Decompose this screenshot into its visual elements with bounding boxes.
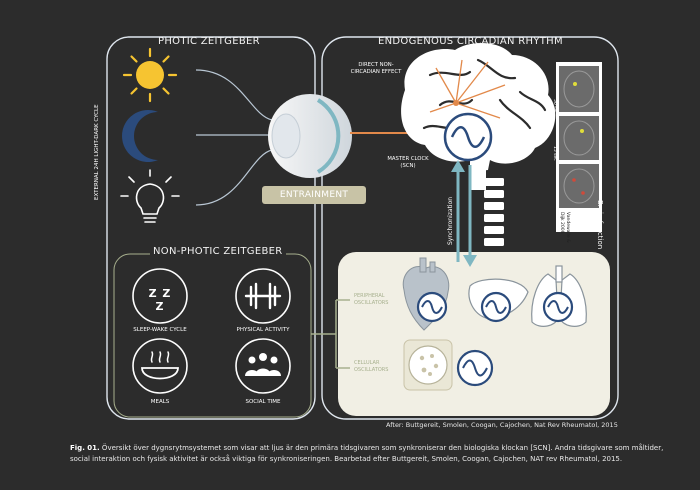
moon-icon — [122, 110, 158, 162]
endogenous-panel-outline — [321, 36, 619, 420]
photic-side-label: EXTERNAL 24h LIGHT-DARK CYCLE — [94, 104, 100, 200]
master-clock-label: MASTER CLOCK (SCN) — [387, 156, 429, 169]
figure-caption: Fig. 01. Översikt över dygnsrytmsystemet… — [70, 443, 670, 464]
brain-stem — [470, 160, 486, 190]
direct-effect-arrows — [429, 59, 506, 119]
label-sleep-wake: SLEEP-WAKE CYCLE — [133, 327, 187, 333]
brain-function-label: Brain function — [596, 200, 604, 250]
endogenous-title: ENDOGENOUS CIRCADIAN RHYTHM — [378, 36, 563, 47]
label-physical-activity: PHYSICAL ACTIVITY — [236, 327, 290, 333]
photic-title: PHOTIC ZEITGEBER — [158, 36, 260, 47]
people-icon — [235, 338, 291, 394]
scan-label-year: Dijk 2006 — [559, 212, 564, 234]
synchronization-label: Synchronization — [447, 196, 454, 245]
sync-arrows — [451, 160, 477, 267]
scan-label-15sec: 15 sec — [552, 146, 557, 161]
sleep-icon-circle — [132, 268, 188, 324]
non-photic-title: NON-PHOTIC ZEITGEBER — [150, 246, 286, 257]
photic-connectors — [195, 69, 273, 206]
spine-icon — [484, 178, 504, 246]
scan-label-50sec: 50 sec — [552, 99, 557, 114]
sun-icon — [122, 47, 178, 103]
master-clock-icon — [443, 112, 493, 162]
label-meals: MEALS — [150, 399, 170, 405]
caption-prefix: Fig. 01. — [70, 444, 100, 452]
peripheral-oscillators-label: PERIPHERAL OSCILLATORS — [354, 293, 389, 306]
caption-text: Översikt över dygnsrytmsystemet som visa… — [70, 444, 664, 463]
scan-label-author: Vandewalle & — [565, 212, 570, 243]
source-credit: After: Buttgereit, Smolen, Coogan, Cajoc… — [386, 421, 618, 429]
cell-icon — [403, 339, 453, 391]
sleep-icon: Z Z Z — [148, 287, 172, 313]
photic-panel-outline — [106, 36, 316, 420]
label-social-time: SOCIAL TIME — [245, 399, 281, 405]
entrainment-badge: ENTRAINMENT — [262, 186, 366, 204]
direct-effect-node — [453, 100, 459, 106]
non-photic-panel-outline — [113, 253, 312, 418]
dumbbell-icon — [235, 268, 291, 324]
brain-scans — [556, 62, 602, 232]
non-photic-connectors — [311, 299, 350, 369]
lightbulb-icon — [120, 169, 180, 223]
oscillator-waves — [421, 300, 569, 377]
direct-effect-label: DIRECT NON-CIRCADIAN EFFECT — [350, 62, 402, 75]
meal-bowl-icon — [132, 338, 188, 394]
eye-icon — [268, 94, 352, 178]
cellular-oscillators-label: CELLULAR OSCILLATORS — [354, 360, 389, 373]
